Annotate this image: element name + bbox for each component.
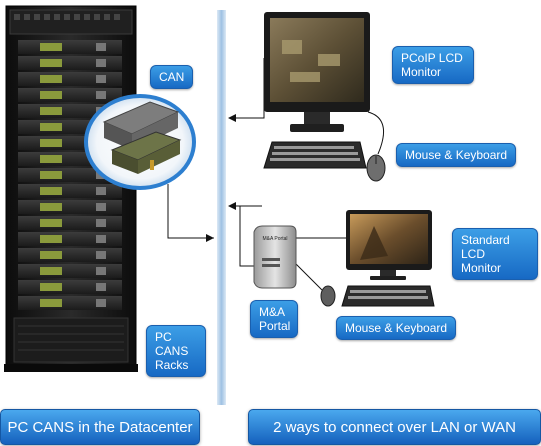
keyboard-icon — [263, 141, 367, 169]
mouse-icon — [366, 154, 386, 182]
rack-blade — [18, 296, 122, 310]
mouse-keyboard-label-bottom: Mouse & Keyboard — [336, 316, 457, 340]
arrow-heads — [206, 114, 236, 242]
standard-monitor-label: Standard LCD Monitor — [452, 228, 538, 280]
rack-blade — [18, 200, 122, 214]
lcd-monitor-icon — [264, 12, 370, 132]
ma-portal-label: M&A Portal — [250, 300, 298, 338]
pcoip-monitor-label-line1: PCoIP LCD — [401, 51, 463, 65]
ma-portal-label-line1: M&A — [259, 305, 286, 319]
can-module-icon — [84, 94, 196, 190]
rack-blade — [18, 56, 122, 70]
standard-monitor-label-line1: Standard LCD — [461, 233, 510, 261]
rack-blade — [18, 248, 122, 262]
rack-blade — [18, 72, 122, 86]
rack-blade — [18, 88, 122, 102]
rack-blade — [18, 280, 122, 294]
mouse-icon — [320, 285, 336, 307]
mouse-keyboard-label-top: Mouse & Keyboard — [396, 143, 517, 167]
portal-device-icon: M&A Portal — [253, 225, 297, 289]
ma-portal-label-line2: Portal — [259, 319, 291, 333]
rack-blade — [18, 232, 122, 246]
rack-blade — [18, 40, 122, 54]
lcd-monitor-icon — [346, 210, 432, 280]
keyboard-icon — [341, 285, 435, 307]
can-label: CAN — [150, 65, 194, 89]
connect-banner: 2 ways to connect over LAN or WAN — [248, 409, 541, 445]
portal-device-label: M&A Portal — [262, 236, 287, 242]
pc-cans-racks-label: PC CANS Racks — [146, 325, 206, 377]
standard-monitor-label-line2: Monitor — [461, 261, 502, 275]
rack-blade — [18, 184, 122, 198]
pcoip-monitor-label-line2: Monitor — [401, 65, 442, 79]
rack-blade — [18, 264, 122, 278]
pc-cans-racks-label-line1: PC CANS — [155, 330, 189, 358]
pc-cans-racks-label-line2: Racks — [155, 358, 189, 372]
datacenter-banner: PC CANS in the Datacenter — [0, 409, 200, 445]
rack-blade — [18, 216, 122, 230]
network-divider — [217, 10, 226, 405]
server-rack-icon — [4, 5, 138, 372]
pcoip-monitor-label: PCoIP LCD Monitor — [392, 46, 474, 84]
